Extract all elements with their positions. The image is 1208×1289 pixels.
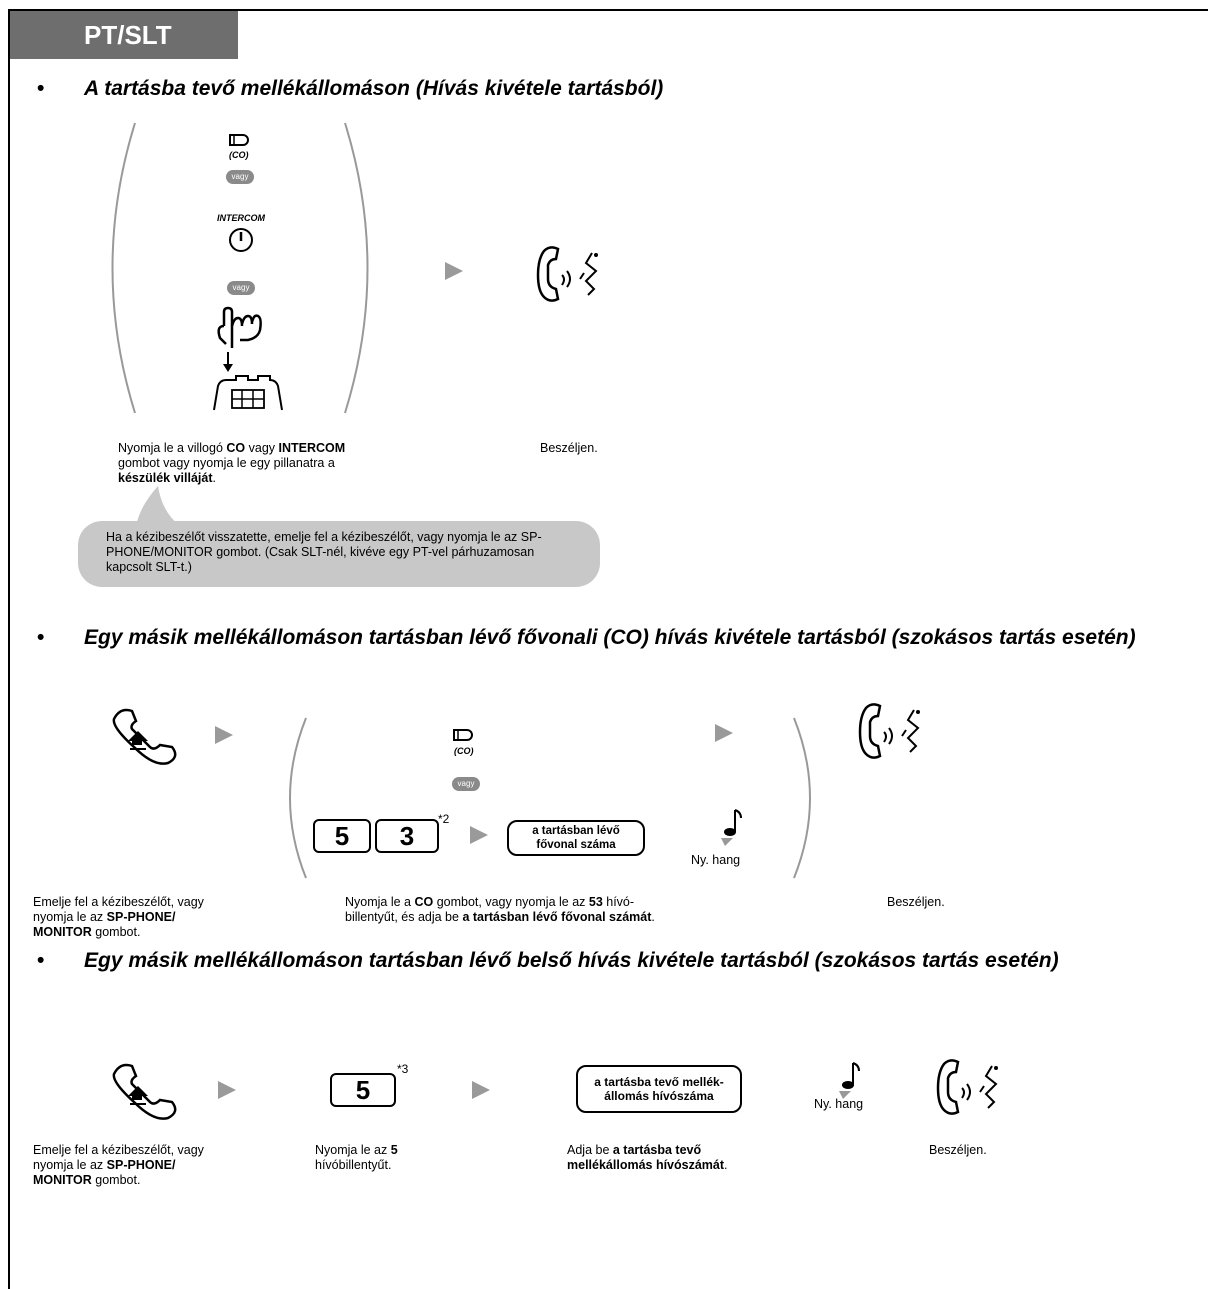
bullet: •: [37, 949, 45, 972]
key-5: 5: [330, 1073, 396, 1107]
extension-number-box: a tartásba tevő mellék-állomás hívószáma: [576, 1065, 742, 1113]
bullet: •: [37, 626, 45, 649]
off-hook-icon: [112, 1063, 177, 1120]
or-badge: vagy: [452, 777, 480, 791]
intercom-label: INTERCOM: [217, 213, 265, 223]
talk-icon: [858, 703, 920, 759]
key-3: 3: [375, 819, 439, 853]
or-badge: vagy: [226, 170, 254, 184]
section3-caption-left: Emelje fel a kézibeszélőt, vagy nyomja l…: [33, 1143, 204, 1187]
section3-caption-right: Beszéljen.: [929, 1143, 987, 1157]
section3-heading: • Egy másik mellékállomáson tartásban lé…: [37, 947, 1204, 975]
co-label: (CO): [454, 746, 474, 756]
frame-top-rule: [8, 9, 1208, 11]
section3-caption-key: Nyomja le az 5 hívóbillentyűt.: [315, 1143, 398, 1172]
section2-heading: • Egy másik mellékállomáson tartásban lé…: [37, 624, 1204, 652]
section1-heading: • A tartásba tevő mellékállomáson (Hívás…: [37, 75, 664, 103]
section1-caption-right: Beszéljen.: [540, 441, 598, 455]
key-5: 5: [313, 819, 371, 853]
held-line-number-box: a tartásban lévő fővonal száma: [507, 820, 645, 856]
frame-left-rule: [8, 9, 10, 1289]
off-hook-icon: [112, 708, 177, 765]
section2-caption-right: Beszéljen.: [887, 895, 945, 909]
co-button-icon: [229, 134, 249, 146]
section3-heading-text: Egy másik mellékállomáson tartásban lévő…: [84, 949, 1059, 972]
talk-icon: [936, 1059, 998, 1115]
close-paren: [344, 122, 369, 414]
close-paren: [793, 717, 811, 879]
arrow-icon: [218, 1081, 236, 1099]
bubble-tail: [136, 486, 180, 526]
intercom-button-icon: [229, 228, 253, 252]
section2-caption-left: Emelje fel a kézibeszélőt, vagy nyomja l…: [33, 895, 204, 939]
tone-label: Ny. hang: [691, 853, 741, 867]
section-tab: PT/SLT: [10, 11, 238, 59]
open-paren: [111, 122, 136, 414]
footnote-mark: *2: [438, 812, 450, 826]
co-label: (CO): [229, 150, 249, 160]
section3-caption-box: Adja be a tartásba tevő mellékállomás hí…: [567, 1143, 728, 1172]
section1-caption-left: Nyomja le a villogó CO vagy INTERCOM gom…: [118, 441, 346, 485]
tone-icon: [721, 809, 742, 846]
hookswitch-press-icon: [213, 306, 283, 411]
arrow-icon: [470, 826, 488, 844]
arrow-icon: [215, 726, 233, 744]
section2-heading-text: Egy másik mellékállomáson tartásban lévő…: [84, 626, 1136, 649]
arrow-icon: [472, 1081, 490, 1099]
footnote-mark: *3: [397, 1062, 409, 1076]
tone-label: Ny. hang: [814, 1097, 864, 1111]
or-badge: vagy: [227, 281, 255, 295]
arrow-icon: [445, 262, 463, 280]
tone-icon: [839, 1062, 860, 1099]
co-button-icon: [453, 729, 473, 741]
bullet: •: [37, 77, 45, 100]
open-paren: [289, 717, 307, 879]
talk-icon: [536, 246, 598, 302]
note-bubble: Ha a kézibeszélőt visszatette, emelje fe…: [78, 521, 600, 587]
arrow-icon: [715, 724, 733, 742]
section2-caption-mid: Nyomja le a CO gombot, vagy nyomja le az…: [345, 895, 655, 924]
section1-heading-text: A tartásba tevő mellékállomáson (Hívás k…: [84, 77, 664, 100]
